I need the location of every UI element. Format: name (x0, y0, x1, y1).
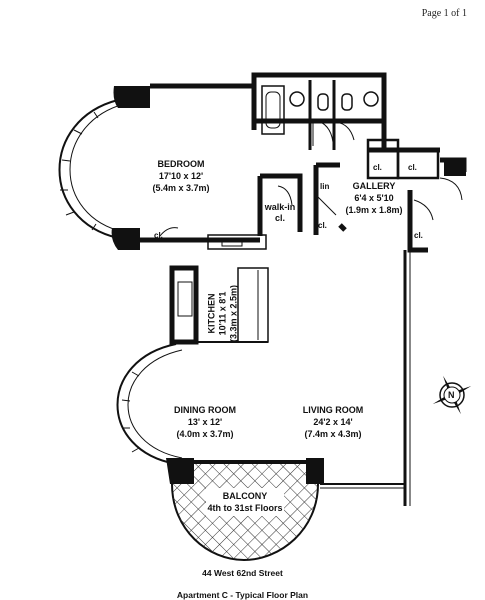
dining-room-label: DINING ROOM 13' x 12' (4.0m x 3.7m) (160, 404, 250, 440)
bathtub (261, 85, 285, 135)
closet-label-gallery-1: cl. (373, 163, 382, 172)
address-line: 44 West 62nd Street (202, 568, 283, 578)
sink-1 (289, 91, 305, 107)
kitchen-counter-strip (207, 234, 267, 250)
kitchen-dims-ft: 10'11 x 8'1 (217, 291, 228, 336)
living-name: LIVING ROOM (302, 405, 364, 415)
kitchen-island (237, 267, 269, 343)
dining-dims-ft: 13' x 12' (187, 417, 223, 427)
closet-label-entry: cl. (414, 231, 423, 240)
gallery-dims-ft: 6'4 x 5'10 (354, 193, 394, 203)
toilet-2 (341, 93, 353, 111)
dining-dims-m: (4.0m x 3.7m) (176, 429, 234, 439)
balcony-pier-right (306, 458, 324, 484)
closet-label-gallery-2: cl. (408, 163, 417, 172)
entry-dark-block (444, 160, 466, 176)
sink-2 (363, 91, 379, 107)
living-room-label: LIVING ROOM 24'2 x 14' (7.4m x 4.3m) (288, 404, 378, 440)
toilet-1 (317, 93, 329, 111)
bedroom-name: BEDROOM (157, 159, 205, 169)
plan-title: Apartment C - Typical Floor Plan (176, 590, 309, 600)
walk-in-closet-label: walk-in cl. (262, 202, 298, 224)
compass-letter: N (448, 390, 455, 400)
dining-bay-window (116, 343, 183, 465)
walkin-line1: walk-in (264, 202, 296, 212)
linen-closet-label: lin (320, 182, 330, 191)
balcony-label: BALCONY 4th to 31st Floors (200, 490, 290, 514)
bedroom-wall-pier-bottom (111, 228, 140, 250)
bath-door-swing (312, 119, 334, 146)
kitchen-name: KITCHEN (206, 293, 217, 334)
balcony-pier-left (166, 458, 194, 484)
balcony-note: 4th to 31st Floors (207, 503, 283, 513)
page-indicator: Page 1 of 1 (421, 8, 467, 19)
bedroom-dims-m: (5.4m x 3.7m) (152, 183, 210, 193)
closet-label-bedroom: cl. (154, 231, 163, 240)
entry-door-swing (439, 177, 463, 201)
bedroom-wall-pier-top (113, 86, 150, 108)
bedroom-dims-ft: 17'10 x 12' (158, 171, 204, 181)
gallery-closets (366, 138, 440, 180)
gallery-name: GALLERY (352, 181, 396, 191)
living-dims-m: (7.4m x 4.3m) (304, 429, 362, 439)
gallery-label: GALLERY 6'4 x 5'10 (1.9m x 1.8m) (338, 180, 410, 216)
kitchen-dims-m: (3.3m x 2.5m) (228, 284, 239, 343)
walkin-line2: cl. (274, 213, 285, 223)
kitchen-label: KITCHEN 10'11 x 8'1 (3.3m x 2.5m) (207, 269, 240, 359)
living-dims-ft: 24'2 x 14' (313, 417, 353, 427)
gallery-dims-m: (1.9m x 1.8m) (345, 205, 403, 215)
dining-name: DINING ROOM (174, 405, 236, 415)
balcony-name: BALCONY (222, 491, 268, 501)
balcony-label-bg (206, 488, 284, 516)
bedroom-bay-window (58, 99, 125, 239)
compass-icon (432, 375, 472, 415)
bedroom-label: BEDROOM 17'10 x 12' (5.4m x 3.7m) (136, 158, 226, 194)
closet-label-walkin: cl. (318, 221, 327, 230)
